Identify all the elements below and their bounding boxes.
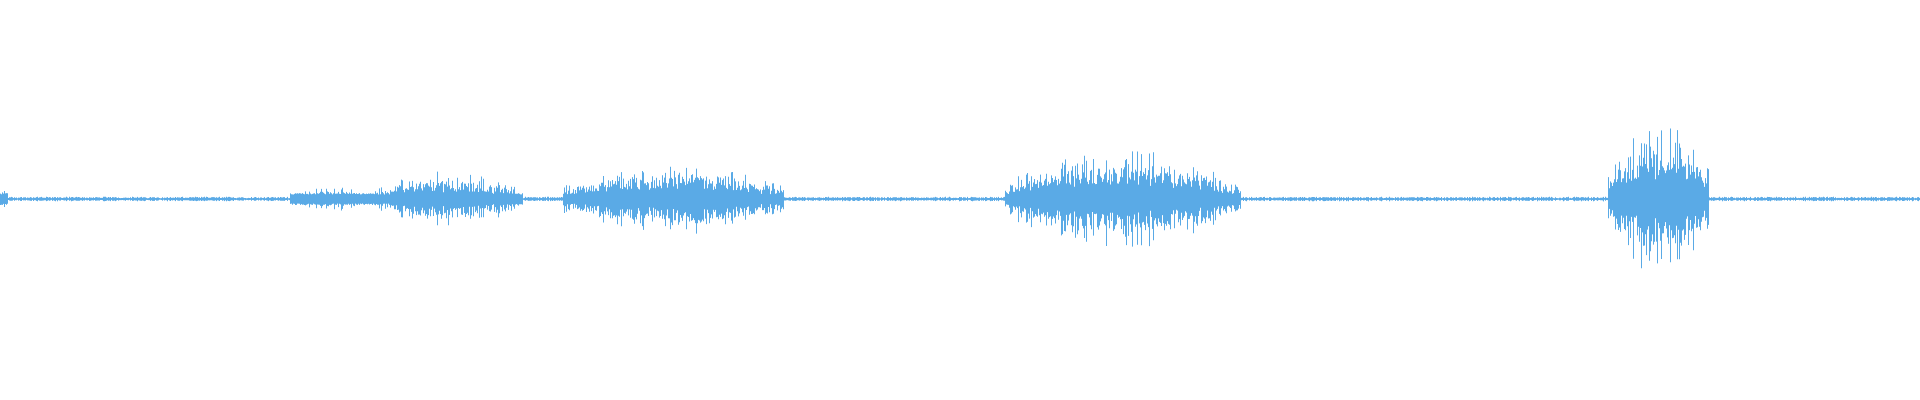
waveform-samples xyxy=(0,128,1920,269)
waveform-path xyxy=(0,128,1920,269)
